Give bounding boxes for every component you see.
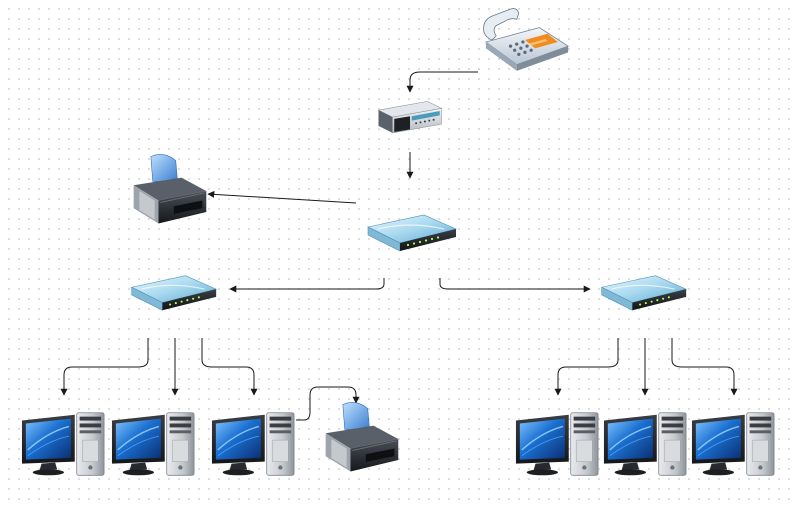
edge-switch-right-pc-3 — [671, 338, 738, 396]
edge-telephone-modem — [406, 71, 478, 93]
pc-left-2-icon[interactable] — [111, 412, 195, 477]
nodes — [21, 8, 775, 477]
edge-pc-3-printer-bottom — [296, 386, 360, 421]
edge-switch-left-pc-1 — [60, 338, 149, 396]
pc-left-3-icon[interactable] — [211, 412, 295, 477]
pc-right-1-icon[interactable] — [515, 412, 599, 477]
edge-router-printer-top — [207, 190, 357, 204]
connectors — [60, 71, 738, 421]
telephone-icon[interactable] — [483, 8, 569, 72]
switch-left-icon[interactable] — [131, 275, 217, 311]
printer-bottom-icon[interactable] — [325, 401, 399, 472]
edge-router-switch-left — [229, 278, 385, 293]
edge-router-switch-right — [439, 278, 591, 293]
printer-top-icon[interactable] — [133, 153, 207, 224]
modem-icon[interactable] — [378, 100, 442, 134]
edge-switch-left-pc-3 — [201, 338, 258, 396]
edge-switch-right-pc-1 — [554, 338, 619, 396]
pc-right-2-icon[interactable] — [603, 412, 687, 477]
switch-right-icon[interactable] — [601, 275, 687, 311]
pc-left-1-icon[interactable] — [21, 412, 105, 477]
pc-right-3-icon[interactable] — [691, 412, 775, 477]
main-router-icon[interactable] — [367, 214, 457, 252]
